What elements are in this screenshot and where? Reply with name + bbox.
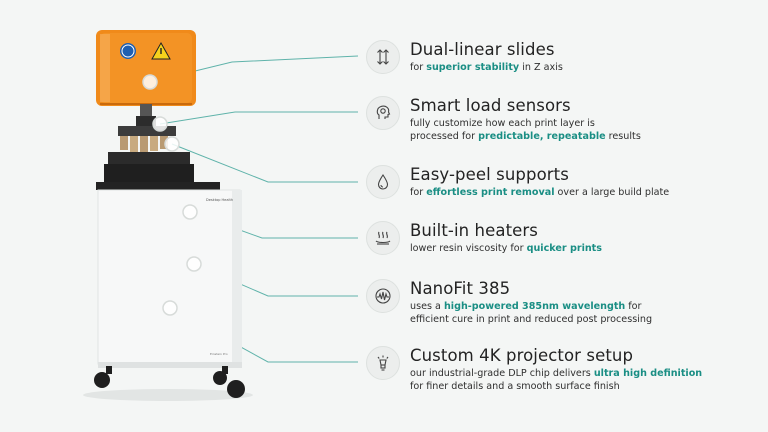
callout-dot-6 (162, 300, 178, 316)
feature-description: for effortless print removal over a larg… (410, 187, 670, 198)
floor-shadow (83, 389, 253, 401)
callout-dot-5 (186, 256, 202, 272)
callout-dot-2 (152, 116, 168, 132)
callout-dot-1 (142, 74, 158, 90)
connector-line-2 (159, 111, 358, 125)
resin-vat (108, 152, 190, 166)
feature-easy-peel-supports: Easy-peel supports for effortless print … (366, 165, 756, 200)
brain-head-icon (366, 96, 400, 130)
projector-light-icon (366, 346, 400, 380)
feature-description: uses a high-powered 385nm wavelength for… (410, 301, 653, 325)
cabinet-model-label: Einstein Pro (210, 352, 228, 356)
callout-dot-4 (182, 204, 198, 220)
feature-description: lower resin viscosity for quicker prints (410, 243, 602, 254)
feature-custom-4k-projector: Custom 4K projector setup our industrial… (366, 346, 756, 393)
heat-waves-icon (366, 221, 400, 255)
feature-description: our industrial-grade DLP chip delivers u… (410, 368, 703, 392)
cabinet-brand-label: Desktop Health (206, 198, 234, 202)
feature-dual-linear-slides: Dual-linear slides for superior stabilit… (366, 40, 756, 75)
feature-title: Smart load sensors (410, 96, 571, 115)
wavelength-icon (366, 279, 400, 313)
connector-lines (149, 55, 359, 363)
feature-smart-load-sensors: Smart load sensors fully customize how e… (366, 96, 756, 143)
feature-title: Custom 4K projector setup (410, 346, 634, 365)
feature-title: Built-in heaters (410, 221, 538, 240)
caster-wheels (94, 366, 245, 398)
cabinet (97, 189, 241, 365)
cabinet-top (96, 182, 220, 190)
connector-line-3 (171, 143, 358, 183)
arrows-up-down-icon (366, 40, 400, 74)
printed-parts (120, 136, 168, 154)
callout-dot-3 (164, 136, 180, 152)
resin-drop-icon (366, 165, 400, 199)
feature-nanofit-385: NanoFit 385 uses a high-powered 385nm wa… (366, 279, 756, 326)
feature-title: Easy-peel supports (410, 165, 569, 184)
feature-description: fully customize how each print layer is … (410, 118, 641, 142)
build-plate (118, 126, 176, 136)
feature-title: Dual-linear slides (410, 40, 555, 59)
feature-title: NanoFit 385 (410, 279, 511, 298)
feature-description: for superior stability in Z axis (410, 62, 563, 73)
feature-built-in-heaters: Built-in heaters lower resin viscosity f… (366, 221, 756, 256)
